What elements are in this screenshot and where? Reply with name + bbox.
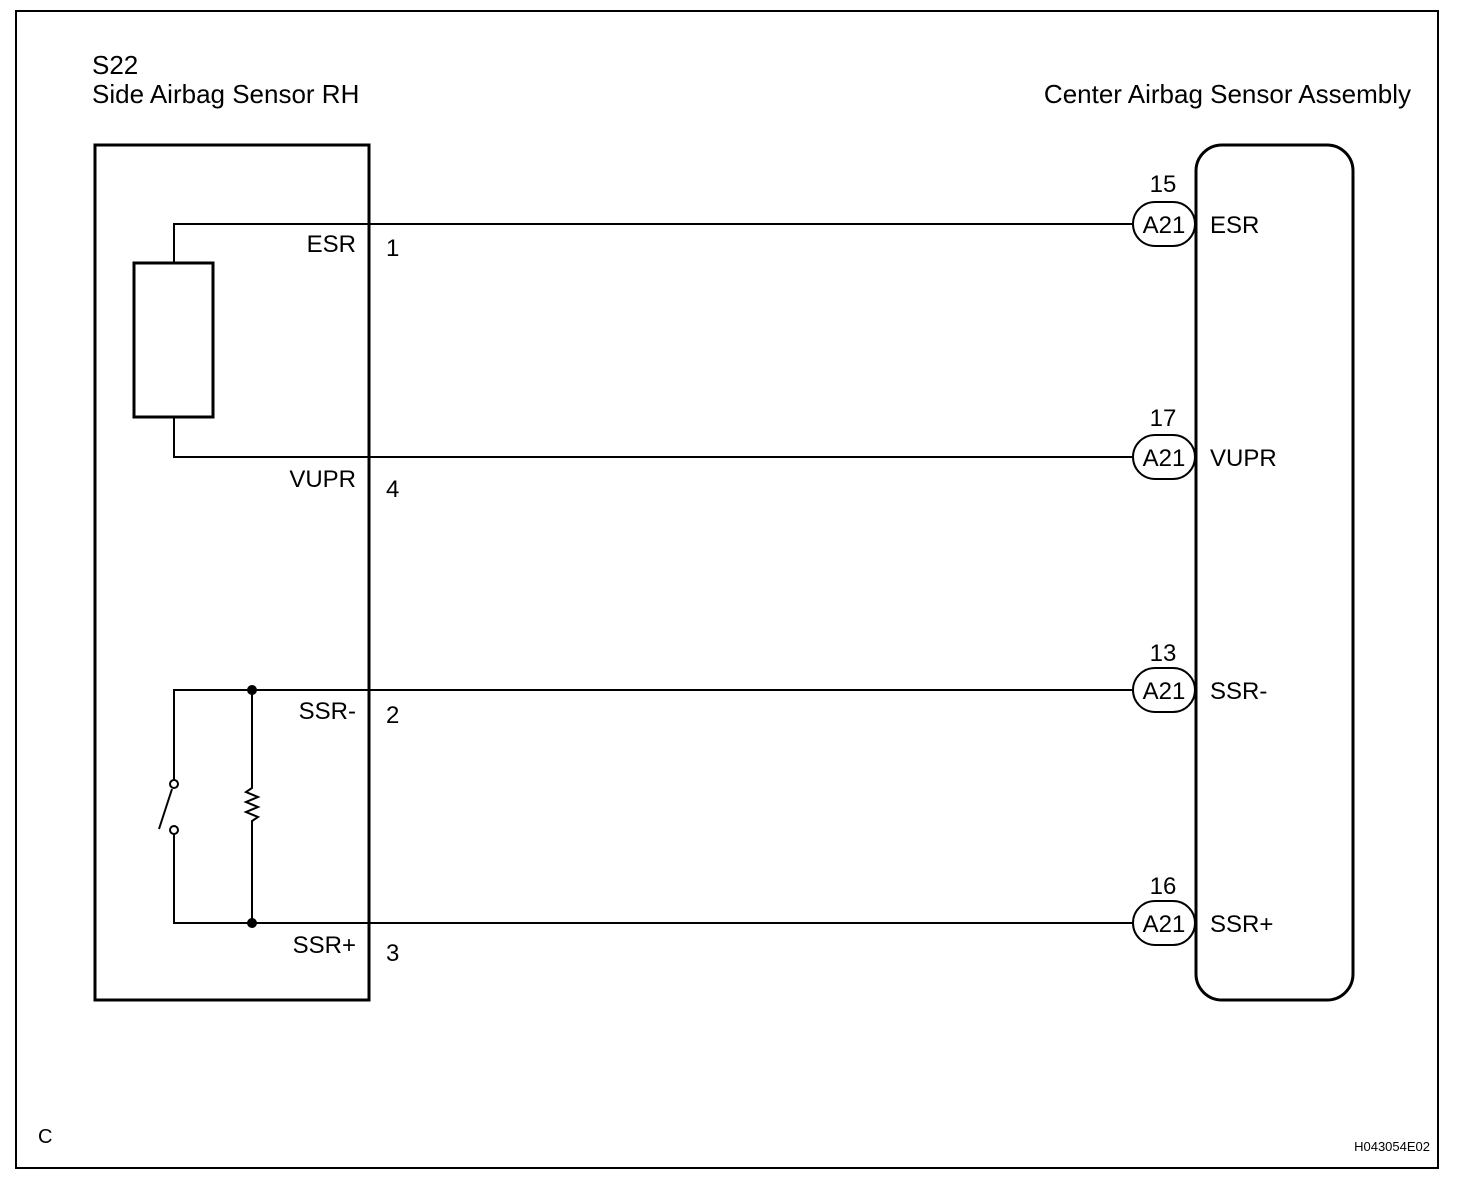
center-airbag-sensor-assembly-box	[1194, 143, 1355, 1002]
connector-signal: SSR-	[1210, 678, 1267, 705]
pin-number-2: 2	[386, 702, 399, 729]
switch-contact-bottom	[169, 825, 179, 835]
connector-code: A21	[1143, 212, 1186, 239]
wire-esr	[173, 223, 1134, 263]
connector-pin-number: 15	[1150, 171, 1177, 198]
pin-number-3: 3	[386, 940, 399, 967]
assembly-name: Center Airbag Sensor Assembly	[1044, 79, 1411, 109]
junction-dot-bottom	[247, 918, 257, 928]
sensor-element	[132, 261, 215, 419]
switch-contact-top	[169, 779, 179, 789]
diagram-frame	[15, 10, 1439, 1169]
side-airbag-sensor-box	[93, 143, 371, 1002]
resistor	[243, 690, 261, 923]
connector-pin-number: 13	[1150, 640, 1177, 667]
connector-oval	[1132, 667, 1196, 713]
corner-letter: C	[38, 1126, 52, 1148]
connector-pin-number: 16	[1150, 873, 1177, 900]
connector-oval	[1132, 900, 1196, 946]
connector-pin-16: 16 A21 SSR+	[1132, 873, 1273, 946]
connector-code: A21	[1143, 445, 1186, 472]
wire-vupr	[173, 417, 1134, 458]
connector-oval	[1132, 201, 1196, 247]
pin-label-esr: ESR	[307, 231, 356, 258]
connector-code: A21	[1143, 911, 1186, 938]
wire-ssr-minus	[173, 689, 1134, 781]
pin-label-vupr: VUPR	[289, 466, 356, 493]
sensor-code: S22	[92, 50, 138, 80]
connector-pin-15: 15 A21 ESR	[1132, 171, 1259, 247]
connector-pin-number: 17	[1150, 405, 1177, 432]
connector-signal: SSR+	[1210, 911, 1273, 938]
connector-signal: ESR	[1210, 212, 1259, 239]
pin-number-4: 4	[386, 476, 399, 503]
wire-ssr-plus	[173, 831, 1134, 924]
switch-blade	[158, 788, 173, 830]
sensor-name: Side Airbag Sensor RH	[92, 79, 359, 109]
connector-pin-17: 17 A21 VUPR	[1132, 405, 1277, 480]
figure-code: H043054E02	[1354, 1139, 1430, 1154]
connector-code: A21	[1143, 678, 1186, 705]
connector-pin-13: 13 A21 SSR-	[1132, 640, 1267, 713]
junction-dot-top	[247, 685, 257, 695]
pin-label-ssr-plus: SSR+	[293, 932, 356, 959]
connector-oval	[1132, 434, 1196, 480]
connector-signal: VUPR	[1210, 445, 1277, 472]
pin-number-1: 1	[386, 235, 399, 262]
pin-label-ssr-minus: SSR-	[299, 698, 356, 725]
